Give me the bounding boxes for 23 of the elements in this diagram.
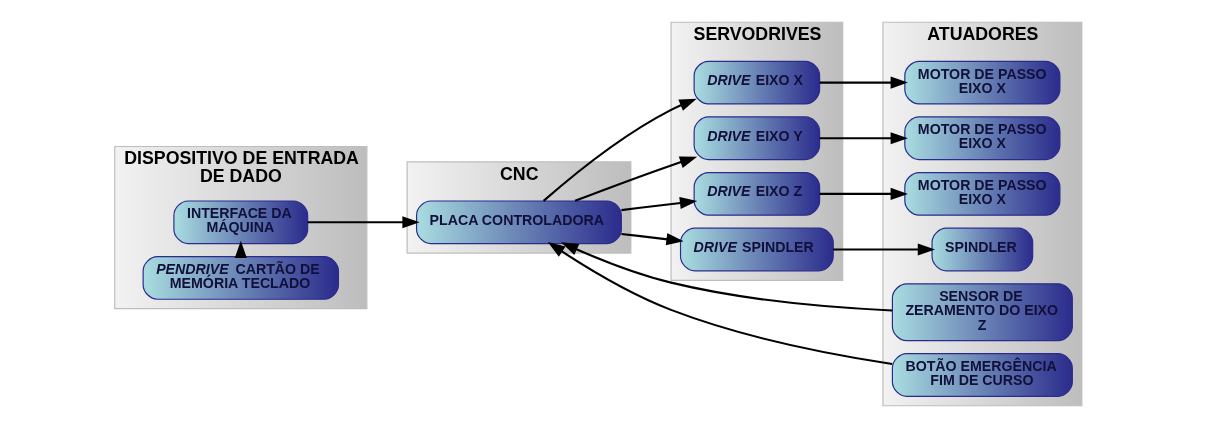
node-box: BOTÃO EMERGÊNCIA FIM DE CURSO — [891, 353, 1073, 397]
arrow — [819, 187, 908, 200]
node-box: MOTOR DE PASSO EIXO X — [904, 116, 1061, 161]
arrow — [561, 242, 893, 312]
node-box: PLACA CONTROLADORA — [416, 200, 622, 245]
node-box: SPINDLER — [931, 227, 1034, 272]
node-box: INTERFACE DA MÁQUINA — [173, 200, 309, 245]
node-box: MOTOR DE PASSO EIXO X — [904, 172, 1061, 216]
arrow — [574, 156, 698, 202]
arrow — [621, 232, 684, 246]
arrow — [542, 98, 697, 202]
node-box: DRIVE SPINDLER — [679, 227, 834, 272]
node-box: DRIVE EIXO Y — [693, 116, 821, 161]
arrow — [819, 76, 908, 89]
arrow — [307, 216, 420, 229]
arrow — [819, 132, 908, 145]
node-box: MOTOR DE PASSO EIXO X — [904, 60, 1061, 105]
node-box: SENSOR DE ZERAMENTO DO EIXO Z — [891, 283, 1073, 342]
arrow — [547, 242, 893, 366]
arrow — [833, 243, 936, 256]
node-box: DRIVE EIXO X — [693, 60, 821, 105]
node-box: DRIVE EIXO Z — [693, 172, 821, 216]
arrow — [621, 197, 698, 212]
